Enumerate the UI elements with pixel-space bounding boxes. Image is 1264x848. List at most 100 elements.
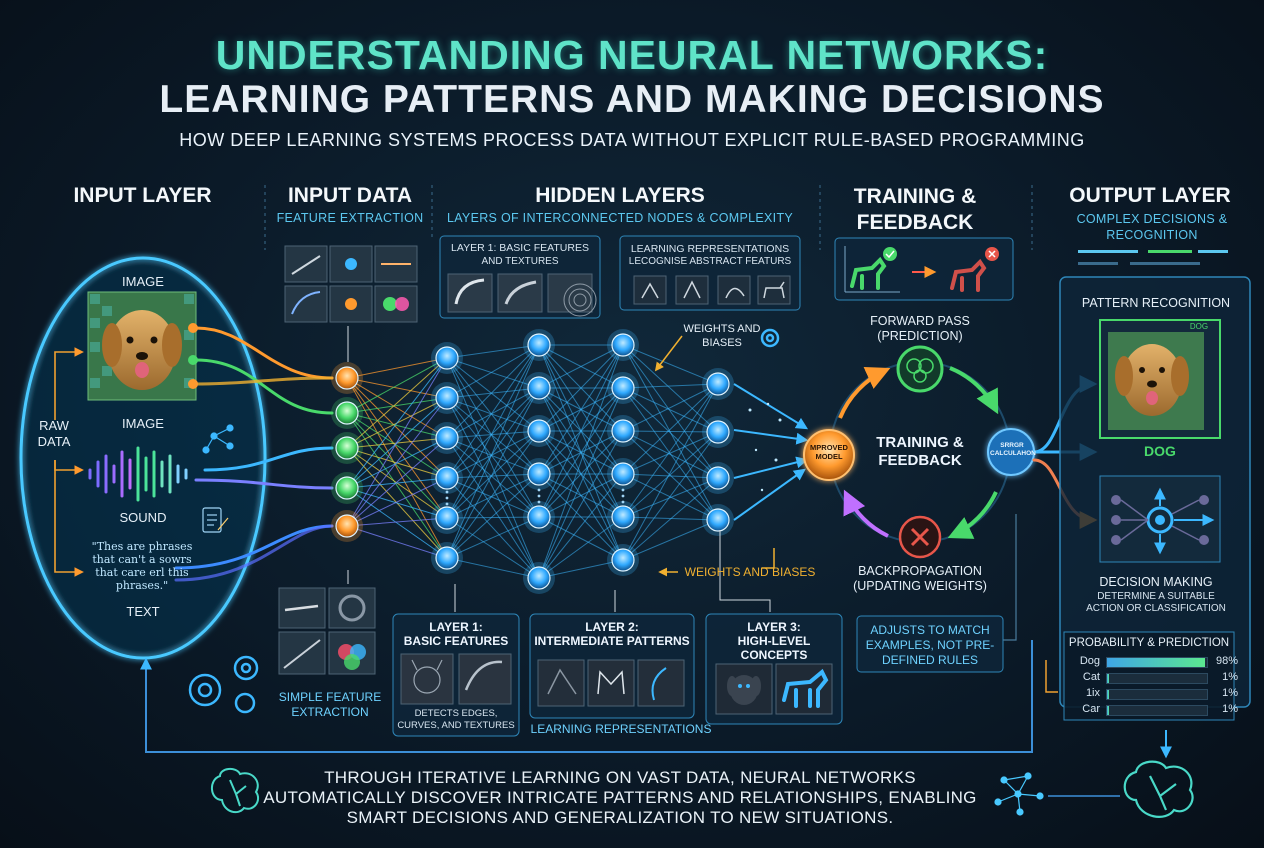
probability-class-name: 1ix: [1085, 687, 1100, 699]
network-edge: [446, 430, 540, 559]
probability-bar-fill: [1107, 658, 1205, 667]
network-node: [706, 420, 730, 444]
network-edge: [346, 477, 448, 489]
box1-sub: AND TEXTURES: [481, 256, 559, 267]
network-edge: [538, 516, 624, 561]
probability-bracket: [1045, 660, 1058, 693]
network-edge: [446, 357, 540, 579]
network-node: [335, 401, 359, 425]
network-node: [611, 462, 635, 486]
network-edge: [346, 397, 448, 527]
network-edge: [538, 344, 624, 579]
layer3-title: LAYER 3:: [747, 620, 801, 634]
network-nodes: [331, 329, 734, 594]
network-edge: [346, 437, 448, 489]
network-node: [706, 466, 730, 490]
network-edge: [446, 344, 540, 399]
layer1-note: DETECTS EDGES, CURVES, AND TEXTURES: [397, 708, 515, 731]
backprop-label: BACKPROPAGATION: [858, 564, 982, 578]
network-edge: [538, 344, 624, 389]
network-edge: [446, 473, 540, 559]
network-edge: [622, 477, 719, 561]
network-node: [435, 506, 459, 530]
network-edge: [446, 397, 540, 475]
ellipsis-dot: [621, 500, 625, 504]
network-node: [611, 376, 635, 400]
text-quote: "Thes are phrases that can't a sowrs tha…: [91, 540, 193, 592]
layer1-title: LAYER 1:: [429, 620, 483, 634]
network-edge: [446, 430, 540, 479]
feature-tiles-bottom: [278, 587, 376, 675]
network-node: [527, 566, 551, 590]
network-edge: [346, 487, 448, 519]
network-node: [611, 333, 635, 357]
network-node: [435, 386, 459, 410]
network-node: [435, 546, 459, 570]
network-edge: [446, 430, 540, 519]
network-edge: [446, 344, 540, 479]
simple-feature-label: SIMPLE FEATURE EXTRACTION: [278, 690, 382, 719]
network-node: [706, 508, 730, 532]
adjusts-box: [856, 514, 1017, 673]
output-header-bars: [1078, 250, 1228, 265]
raw-data-arrows: [54, 347, 84, 577]
network-node: [435, 466, 459, 490]
backprop-sub: (UPDATING WEIGHTS): [853, 579, 987, 593]
ellipsis-dot: [445, 496, 449, 500]
network-edge: [346, 525, 448, 559]
document-icon: [202, 507, 229, 533]
weights-label-top: WEIGHTS AND BIASES: [683, 323, 761, 349]
weights-arrows: [654, 335, 775, 577]
network-edge: [446, 397, 540, 432]
training-header: TRAINING & FEEDBACK: [853, 185, 977, 234]
network-node: [527, 333, 551, 357]
probability-bar-fill: [1107, 690, 1109, 699]
input-connections: [174, 326, 334, 582]
section-dividers: [264, 185, 1033, 250]
network-edge: [346, 357, 448, 527]
network-edge: [622, 383, 719, 561]
network-edge: [446, 344, 540, 359]
network-edge: [446, 357, 540, 475]
network-edge: [446, 357, 540, 432]
network-edge: [446, 557, 540, 579]
ellipsis-dot: [445, 490, 449, 494]
feature-tiles-top: [284, 245, 418, 323]
probability-bar: [1106, 673, 1208, 684]
probability-bar-fill: [1107, 706, 1109, 715]
dog-tag: DOG: [1189, 322, 1209, 331]
hidden-feature-box-2: [619, 235, 801, 311]
network-edge: [346, 357, 448, 449]
network-edge: [346, 377, 448, 559]
network-node: [435, 426, 459, 450]
title-line-1: UNDERSTANDING NEURAL NETWORKS:: [215, 32, 1049, 78]
network-edge: [446, 387, 540, 479]
network-icon-bottom: [994, 772, 1044, 816]
network-node: [335, 514, 359, 538]
pattern-recognition-label: PATTERN RECOGNITION: [1081, 296, 1231, 310]
brain-icon-right: [1123, 760, 1194, 818]
network-edge: [446, 357, 540, 389]
ellipsis-dot: [621, 494, 625, 498]
probability-percent: 1%: [1222, 703, 1238, 715]
network-edge: [538, 473, 624, 579]
network-edge: [446, 387, 540, 439]
network-edge: [446, 516, 540, 559]
box1-title: LAYER 1: BASIC FEATURES: [451, 242, 589, 254]
output-layer-header: OUTPUT LAYER: [1069, 184, 1231, 207]
network-edge: [622, 430, 719, 479]
network-node: [527, 419, 551, 443]
network-node: [435, 346, 459, 370]
hidden-layers-sub: LAYERS OF INTERCONNECTED NODES & COMPLEX…: [446, 211, 794, 225]
probability-bar: [1106, 657, 1208, 668]
network-node: [527, 462, 551, 486]
box2-title: LEARNING REPRESENTATIONS: [630, 243, 790, 255]
network-edge: [446, 437, 540, 518]
network-edge: [446, 473, 540, 479]
network-edge: [446, 344, 540, 559]
network-edge: [446, 517, 540, 579]
hidden-feature-box-1: [439, 235, 601, 319]
network-edge: [346, 412, 448, 559]
